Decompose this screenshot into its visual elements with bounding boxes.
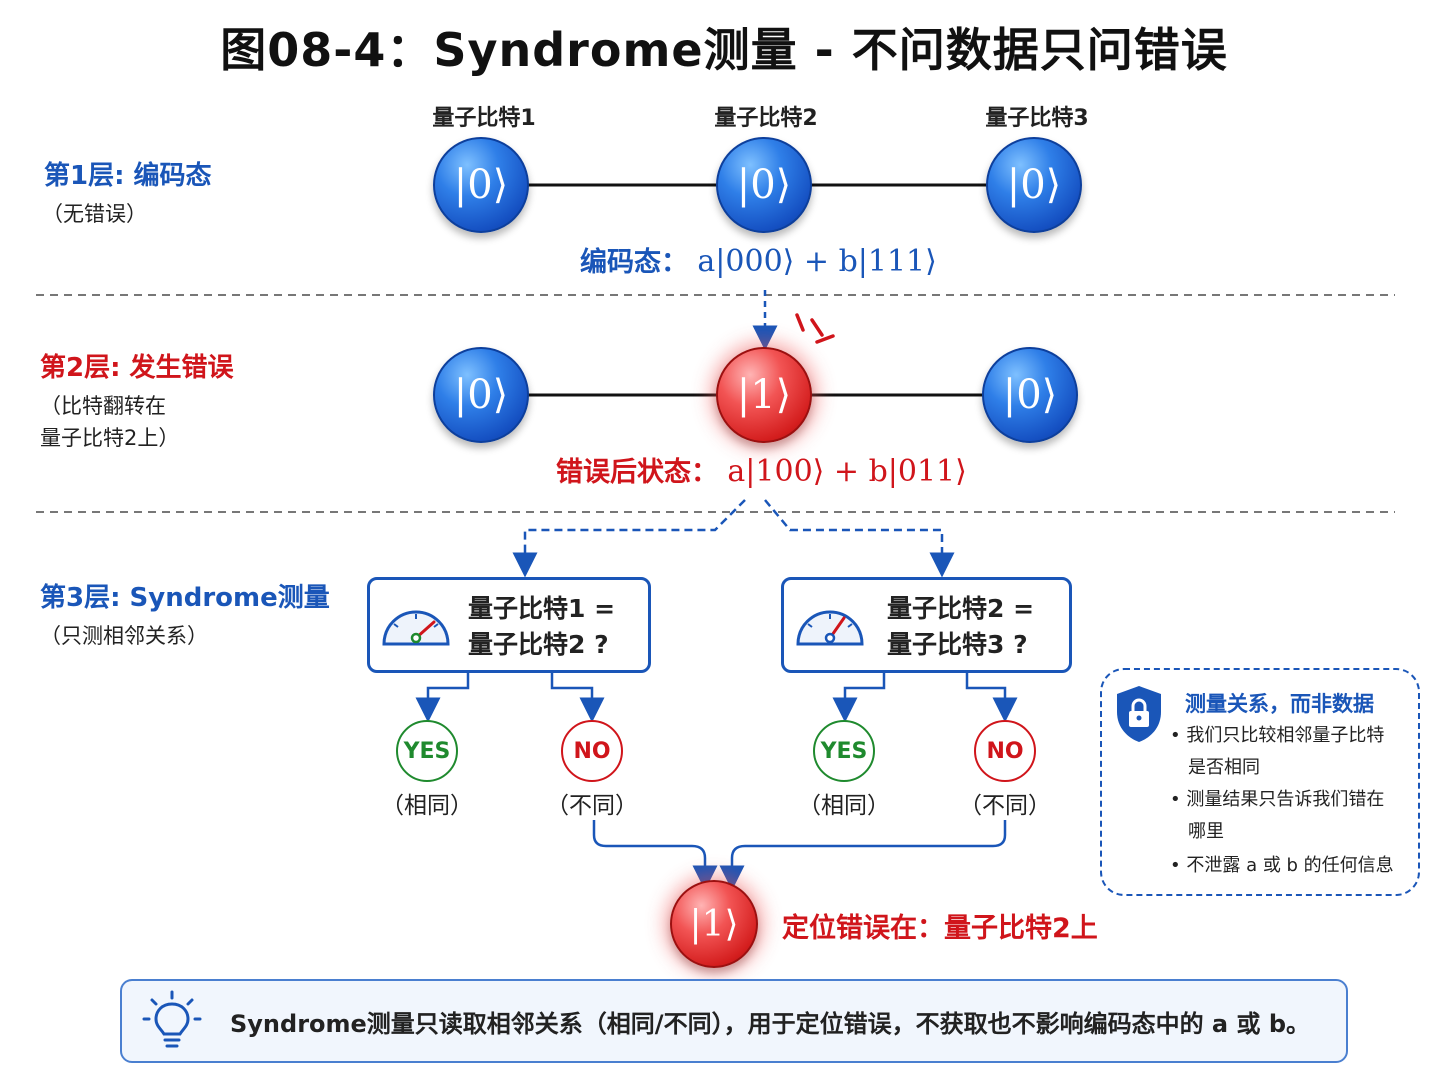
- check1-line1: 量子比特1 =: [468, 594, 616, 623]
- layer3-title: 第3层: Syndrome测量: [40, 583, 330, 613]
- check1-line2: 量子比特2 ?: [468, 630, 609, 659]
- check2-line1: 量子比特2 =: [887, 594, 1035, 623]
- syndrome-check-box-2: 量子比特2 = 量子比特3 ?: [781, 577, 1072, 673]
- error-state-formula: 错误后状态： a|100⟩ + b|011⟩: [556, 450, 967, 489]
- qubit3-label: 量子比特3: [985, 106, 1089, 131]
- page-title: 图08-4：Syndrome测量 - 不问数据只问错误: [220, 23, 1228, 77]
- lock-shield-icon: [1117, 686, 1161, 742]
- box1-no-arrow: [550, 673, 605, 723]
- no1-to-result-arrow: [592, 820, 718, 891]
- layer1-qubit3: |0⟩: [986, 137, 1082, 233]
- check1-yes-caption: （相同）: [381, 793, 473, 819]
- sidebox-item-3-line1: 不泄露 a 或 b 的任何信息: [1186, 855, 1394, 876]
- sidebox-title: 测量关系，而非数据: [1185, 692, 1374, 716]
- check1-no-caption: （不同）: [546, 793, 638, 819]
- sidebox-item-1-line1: 我们只比较相邻量子比特: [1186, 725, 1385, 746]
- summary-note-box: [120, 979, 1348, 1063]
- branch-arrow-left: [512, 499, 746, 578]
- encoded-state-math: a|000⟩ + b|111⟩: [697, 244, 937, 279]
- check2-no-circle: NO: [974, 720, 1036, 782]
- error-spark-icon: [795, 313, 835, 344]
- check2-yes-caption: （相同）: [798, 793, 890, 819]
- layer2-qubit2-error: |1⟩: [716, 347, 812, 443]
- sidebox-item-2-line2: 哪里: [1188, 821, 1224, 842]
- layer1-subtitle: （无错误）: [42, 202, 147, 226]
- box1-yes-arrow: [415, 673, 470, 723]
- branch-arrow-right: [764, 499, 955, 578]
- layer2-qubit1: |0⟩: [433, 347, 529, 443]
- encoded-state-label: 编码态：: [580, 247, 688, 278]
- check2-yes-circle: YES: [813, 720, 875, 782]
- sidebox-item-3: • 不泄露 a 或 b 的任何信息: [1170, 855, 1394, 876]
- sidebox-item-1-line2: 是否相同: [1188, 757, 1260, 778]
- error-state-label: 错误后状态：: [556, 457, 718, 488]
- syndrome-check-box-1: 量子比特1 = 量子比特2 ?: [367, 577, 651, 673]
- gauge-icon: [382, 610, 450, 646]
- check1-yes-circle: YES: [396, 720, 458, 782]
- layer2-subtitle-line1: （比特翻转在: [40, 394, 166, 418]
- summary-note-text: Syndrome测量只读取相邻关系（相同/不同），用于定位错误，不获取也不影响编…: [230, 1010, 1311, 1038]
- gauge-icon: [796, 610, 864, 646]
- layer2-title: 第2层: 发生错误: [40, 353, 234, 383]
- qubit2-label: 量子比特2: [714, 106, 818, 131]
- encoded-state-formula: 编码态： a|000⟩ + b|111⟩: [580, 240, 937, 279]
- sidebox-item-2-line1: 测量结果只告诉我们错在: [1186, 789, 1385, 810]
- qubit1-label: 量子比特1: [432, 106, 536, 131]
- layer1-qubit1: |0⟩: [433, 137, 529, 233]
- sidebox-item-2: • 测量结果只告诉我们错在: [1170, 789, 1385, 810]
- sidebox-item-1: • 我们只比较相邻量子比特: [1170, 725, 1385, 746]
- result-qubit: |1⟩: [670, 880, 758, 968]
- layer2-subtitle-line2: 量子比特2上）: [40, 426, 180, 450]
- box2-no-arrow: [965, 673, 1018, 723]
- layer1-qubit2: |0⟩: [716, 137, 812, 233]
- check2-line2: 量子比特3 ?: [887, 630, 1028, 659]
- relation-not-data-box: 测量关系，而非数据 • 我们只比较相邻量子比特 是否相同 • 测量结果只告诉我们…: [1100, 668, 1420, 896]
- lightbulb-icon: [142, 990, 202, 1048]
- check2-no-caption: （不同）: [959, 793, 1051, 819]
- layer3-subtitle: （只测相邻关系）: [40, 624, 208, 648]
- layer1-title: 第1层: 编码态: [44, 161, 212, 191]
- no2-to-result-arrow: [719, 820, 1007, 891]
- check1-no-circle: NO: [561, 720, 623, 782]
- box2-yes-arrow: [832, 673, 886, 723]
- layer2-qubit3: |0⟩: [982, 347, 1078, 443]
- error-state-math: a|100⟩ + b|011⟩: [727, 454, 967, 489]
- error-location-label: 定位错误在：量子比特2上: [782, 913, 1098, 944]
